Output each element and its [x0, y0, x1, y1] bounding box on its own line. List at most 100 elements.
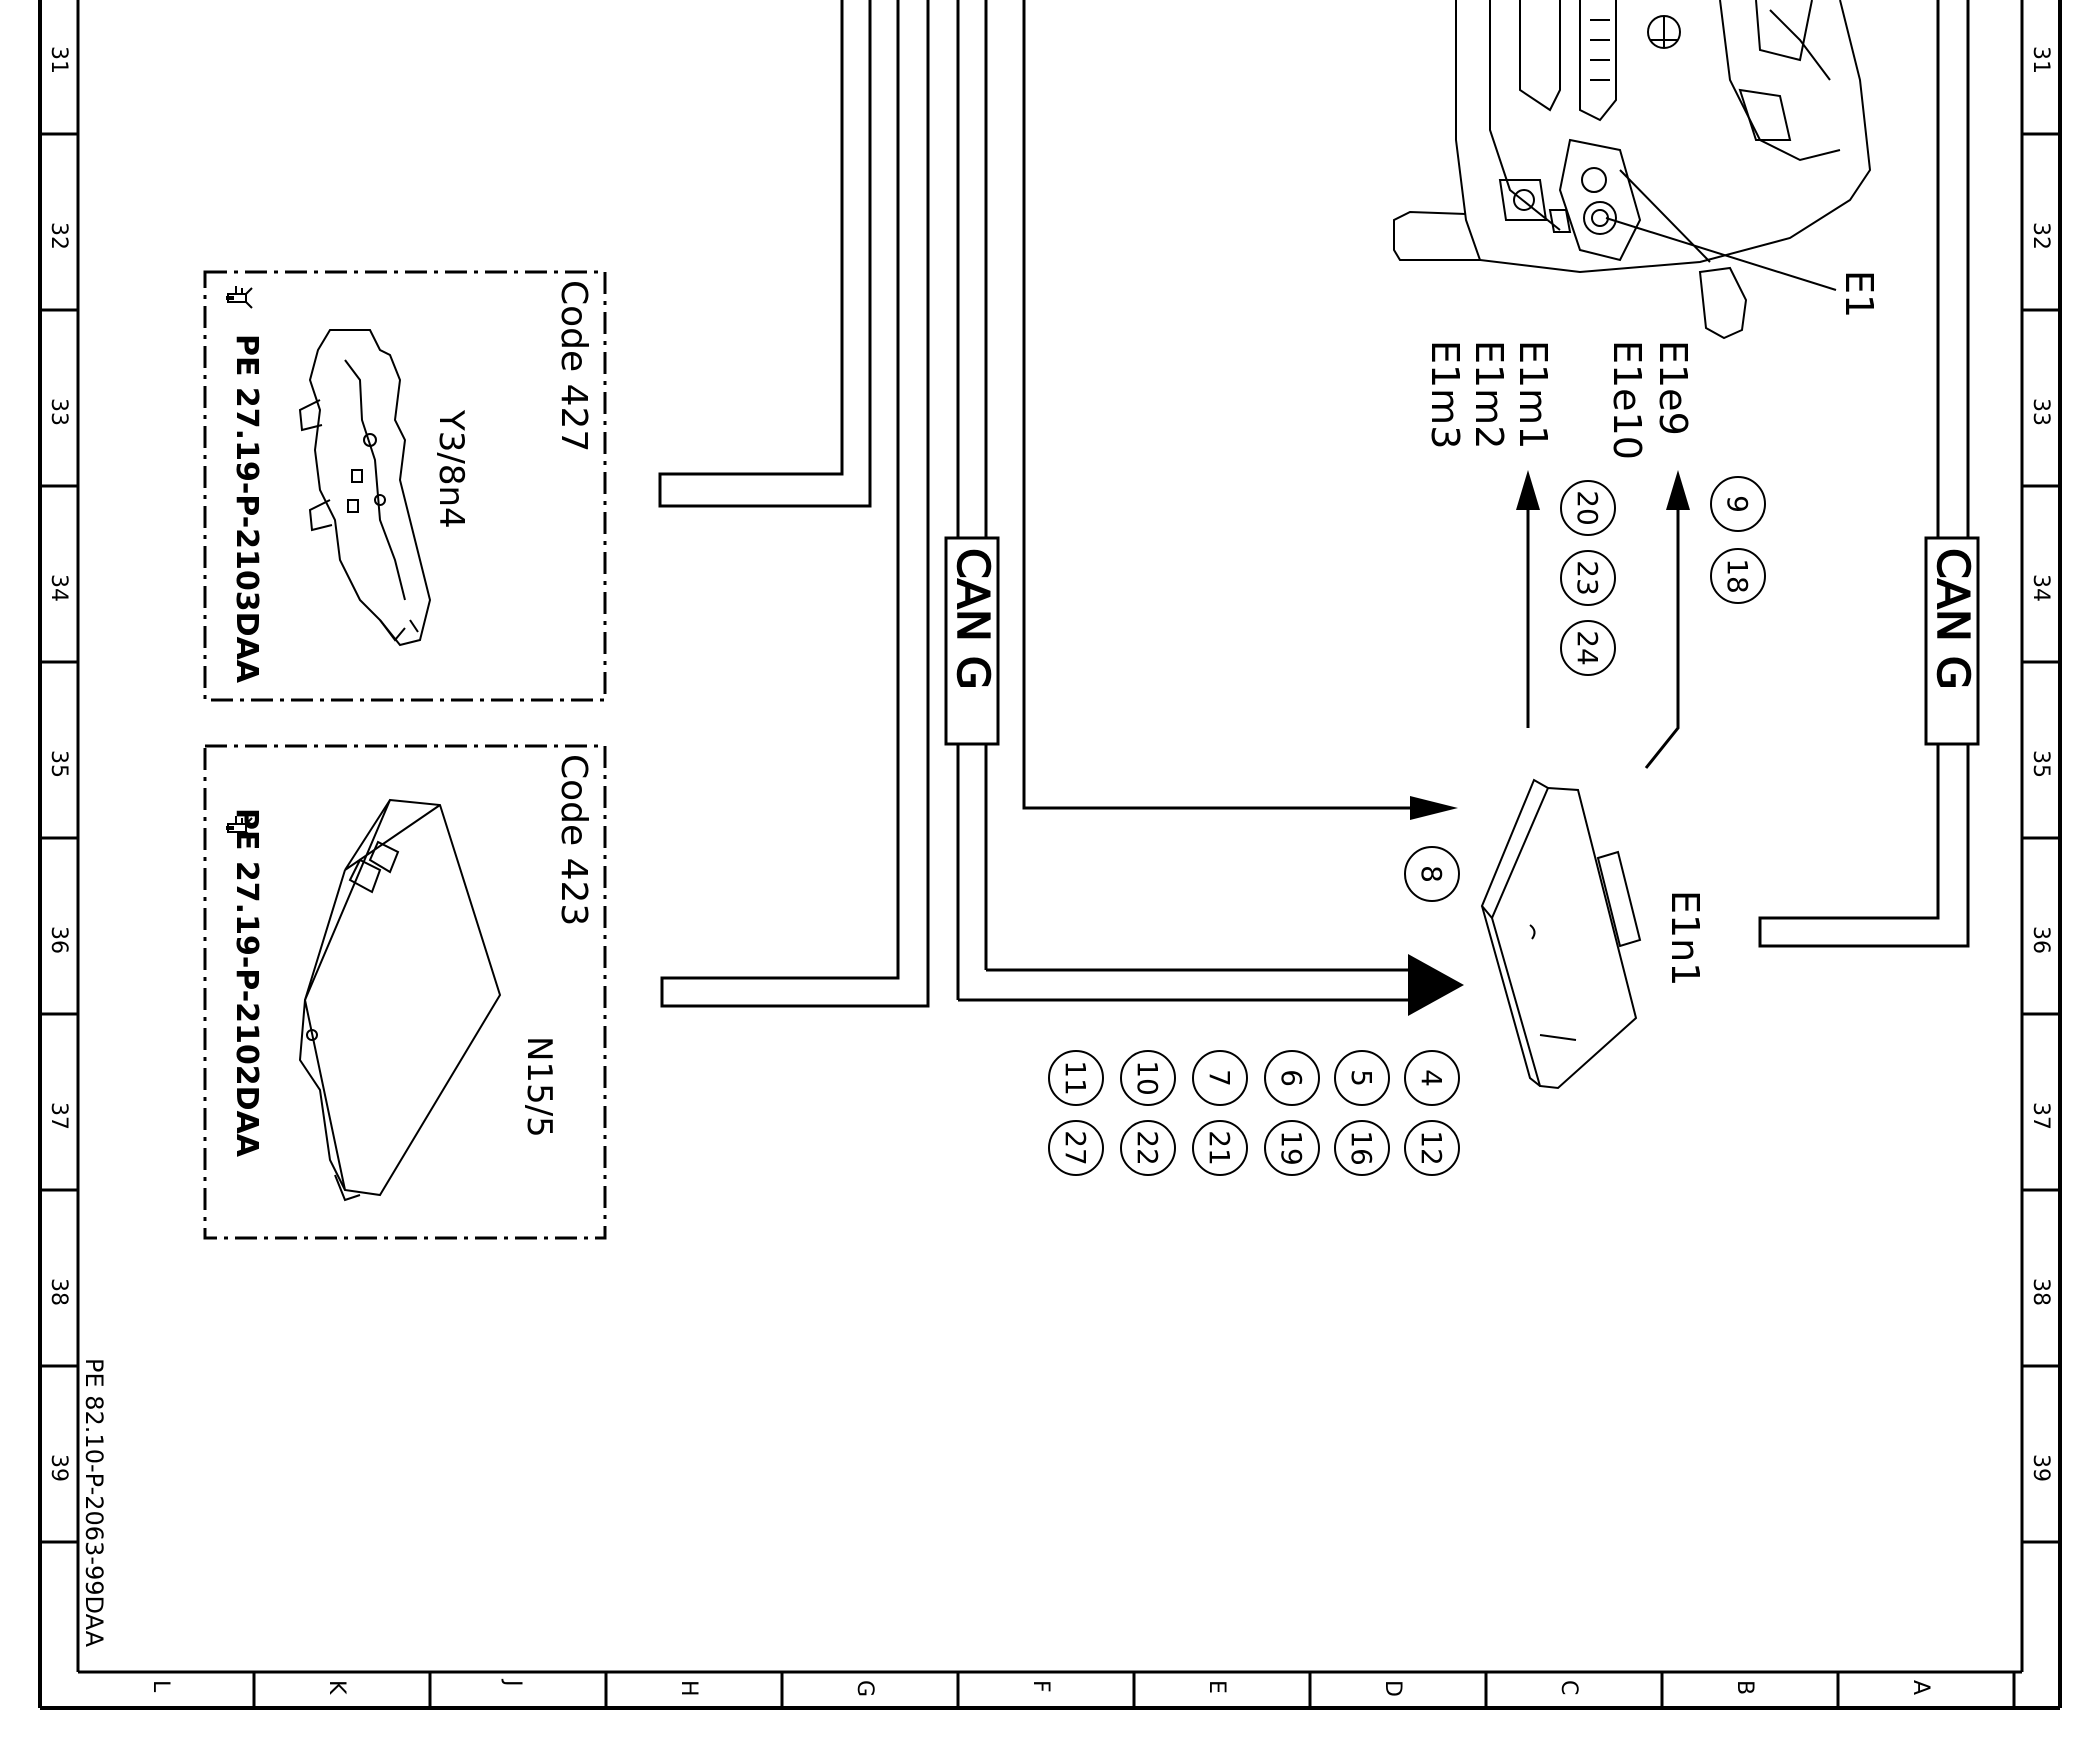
row-number-38-left: 38 — [46, 1278, 71, 1306]
circled-number: 18 — [1710, 548, 1766, 604]
row-number-39-left: 39 — [46, 1454, 71, 1482]
column-dividers — [252, 1672, 2016, 1708]
column-letter-G: G — [852, 1680, 877, 1697]
circled-number: 19 — [1264, 1120, 1320, 1176]
circled-number-text: 11 — [1059, 1060, 1092, 1096]
arrow-right-small-icon — [1410, 796, 1458, 820]
hand-pointer-icon — [226, 286, 253, 309]
circled-number-text: 23 — [1571, 560, 1604, 596]
document-reference: PE 82.10-P-2063-99DAA — [80, 1358, 108, 1648]
row-number-39-right: 39 — [2028, 1454, 2053, 1482]
hand-pointer-icon — [226, 816, 253, 839]
column-letter-K: K — [324, 1680, 349, 1695]
drawing-frame — [38, 0, 2062, 1710]
circled-number: 8 — [1404, 846, 1460, 902]
circled-number: 23 — [1560, 550, 1616, 606]
e1m3-label: E1m3 — [1423, 340, 1467, 449]
can-g-left-text: CAN G — [947, 548, 998, 690]
circled-number-text: 9 — [1721, 495, 1754, 513]
circled-numbers: 9 18 20 23 24 8 4 5 6 7 10 11 12 16 19 2… — [1048, 476, 1766, 1176]
circled-number-text: 7 — [1203, 1069, 1236, 1087]
row-number-34-right: 34 — [2028, 574, 2053, 602]
column-letter-C: C — [1556, 1680, 1581, 1695]
row-number-32-left: 32 — [46, 222, 71, 250]
column-letter-B: B — [1732, 1680, 1757, 1695]
arrow-up-icon — [1516, 470, 1540, 510]
arrow-up-icon — [1666, 470, 1690, 510]
e1m1-label: E1m1 — [1511, 340, 1555, 449]
circled-number: 7 — [1192, 1050, 1248, 1106]
arrow-right-large-icon — [1408, 954, 1464, 1016]
e1n1-module: E1n1 — [1480, 778, 1707, 1090]
circled-number-text: 20 — [1571, 490, 1604, 526]
column-letter-L: L — [148, 1680, 173, 1693]
row-number-36-right: 36 — [2028, 926, 2053, 954]
y3-component-id: Y3/8n4 — [431, 409, 471, 529]
row-number-31-left: 31 — [46, 46, 71, 74]
row-number-31-right: 31 — [2028, 46, 2053, 74]
row-numbers-left: 31 32 33 34 35 36 37 38 39 — [46, 46, 71, 1482]
control-module-icon — [298, 798, 502, 1202]
circled-number-text: 22 — [1131, 1130, 1164, 1166]
circled-number-text: 10 — [1131, 1060, 1164, 1096]
n15-component-id: N15/5 — [519, 1036, 559, 1138]
can-g-right-text: CAN G — [1927, 548, 1978, 690]
y3-reference: PE 27.19-P-2103DAA — [229, 334, 264, 684]
circled-number-text: 5 — [1345, 1069, 1378, 1087]
circled-number: 24 — [1560, 620, 1616, 676]
column-letter-H: H — [676, 1680, 701, 1697]
circled-number-text: 16 — [1345, 1130, 1378, 1166]
circled-number: 27 — [1048, 1120, 1104, 1176]
column-letter-J: J — [500, 1678, 525, 1687]
column-letter-D: D — [1380, 1680, 1405, 1697]
row-number-34-left: 34 — [46, 574, 71, 602]
e1m2-label: E1m2 — [1467, 340, 1511, 449]
column-letter-F: F — [1028, 1680, 1053, 1693]
column-letters: L K J H G F E D C B A — [148, 1678, 1933, 1697]
n15-code-label: Code 423 — [553, 754, 594, 926]
circled-number: 20 — [1560, 480, 1616, 536]
circled-number-text: 4 — [1415, 1069, 1448, 1087]
circled-number-text: 6 — [1275, 1069, 1308, 1087]
circled-number-text: 18 — [1721, 558, 1754, 594]
circled-number-text: 21 — [1203, 1130, 1236, 1166]
row-number-33-right: 33 — [2028, 398, 2053, 426]
circled-number: 21 — [1192, 1120, 1248, 1176]
circled-number: 22 — [1120, 1120, 1176, 1176]
row-numbers-right: 31 32 33 34 35 36 37 38 39 — [2028, 46, 2053, 1482]
circled-number: 9 — [1710, 476, 1766, 532]
n15-5-component-box: Code 423 N15/5 PE 27.19-P-2102DAA — [203, 744, 607, 1240]
y3-code-label: Code 427 — [553, 280, 594, 452]
arrow-heads — [1408, 470, 1690, 1016]
valve-block-icon — [298, 329, 432, 647]
wiring-harness — [658, 0, 1970, 1008]
circled-number: 6 — [1264, 1050, 1320, 1106]
e1n1-label: E1n1 — [1663, 890, 1707, 986]
circled-number: 11 — [1048, 1050, 1104, 1106]
row-dividers — [40, 132, 2060, 1544]
row-number-33-left: 33 — [46, 398, 71, 426]
arrow-shafts — [1526, 508, 1680, 769]
row-number-36-left: 36 — [46, 926, 71, 954]
row-number-35-left: 35 — [46, 750, 71, 778]
circled-number-text: 12 — [1415, 1130, 1448, 1166]
can-g-label-left: CAN G — [944, 536, 1000, 746]
circled-number-text: 27 — [1059, 1130, 1092, 1166]
circled-number-text: 19 — [1275, 1130, 1308, 1166]
circled-number: 12 — [1404, 1120, 1460, 1176]
row-number-38-right: 38 — [2028, 1278, 2053, 1306]
circled-number: 4 — [1404, 1050, 1460, 1106]
n15-reference: PE 27.19-P-2102DAA — [229, 808, 264, 1158]
column-letter-A: A — [1908, 1680, 1933, 1695]
circled-number-text: 8 — [1415, 865, 1448, 883]
can-g-label-right: CAN G — [1924, 536, 1980, 746]
circled-number-text: 24 — [1571, 630, 1604, 666]
circled-number: 16 — [1334, 1120, 1390, 1176]
e1-label: E1 — [1837, 270, 1881, 318]
row-number-37-right: 37 — [2028, 1102, 2053, 1130]
e1e9-label: E1e9 — [1651, 340, 1695, 436]
circled-number: 10 — [1120, 1050, 1176, 1106]
row-number-32-right: 32 — [2028, 222, 2053, 250]
